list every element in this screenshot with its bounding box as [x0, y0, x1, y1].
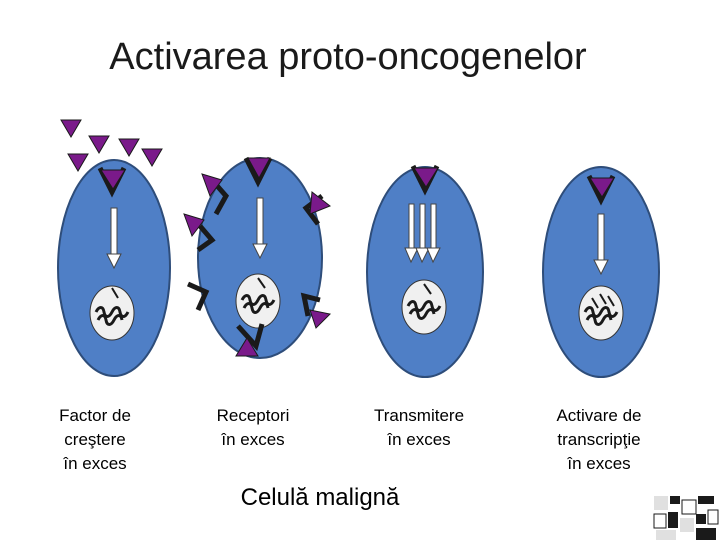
caption-line: Transmitere [373, 406, 465, 425]
caption-line: Activare de [556, 406, 642, 425]
caption-line: transcripţie [557, 430, 641, 449]
footer-label: Celulă malignă [240, 484, 400, 511]
signal-arrow [111, 287, 119, 299]
cell-transmitter [366, 164, 484, 378]
free-ligands [60, 119, 163, 172]
caption-line: în exces [567, 454, 631, 473]
signal-arrow [257, 277, 266, 289]
signal-arrow [593, 213, 609, 276]
bound-ligand [413, 167, 439, 188]
caption-transmitter: Transmitere în exces [344, 404, 494, 452]
caption-line: Factor de [59, 406, 131, 425]
caption-line: creştere [64, 430, 126, 449]
signal-arrows [404, 203, 441, 264]
cell-transcription [542, 166, 660, 378]
signal-arrow [423, 283, 432, 295]
signal-arrow [252, 197, 268, 260]
ligands [183, 157, 332, 357]
page-title: Activarea proto-oncogenelor [109, 36, 587, 78]
receptors [186, 156, 324, 352]
caption-transcription: Activare de transcripţie în exces [524, 404, 674, 476]
signal-arrow [106, 207, 122, 270]
caption-line: în exces [63, 454, 127, 473]
cell-receptors [183, 156, 332, 359]
caption-line: în exces [387, 430, 451, 449]
bound-ligand [589, 177, 615, 198]
bound-ligand [100, 169, 126, 190]
logo-icon [653, 496, 719, 540]
caption-receptors: Receptori în exces [178, 404, 328, 452]
caption-line: Receptori [216, 406, 290, 425]
caption-line: în exces [221, 430, 285, 449]
cell-growth-factor [57, 119, 171, 377]
caption-growth-factor: Factor de creştere în exces [20, 404, 170, 476]
cell-body [366, 166, 484, 378]
activation-arrows [591, 293, 615, 309]
